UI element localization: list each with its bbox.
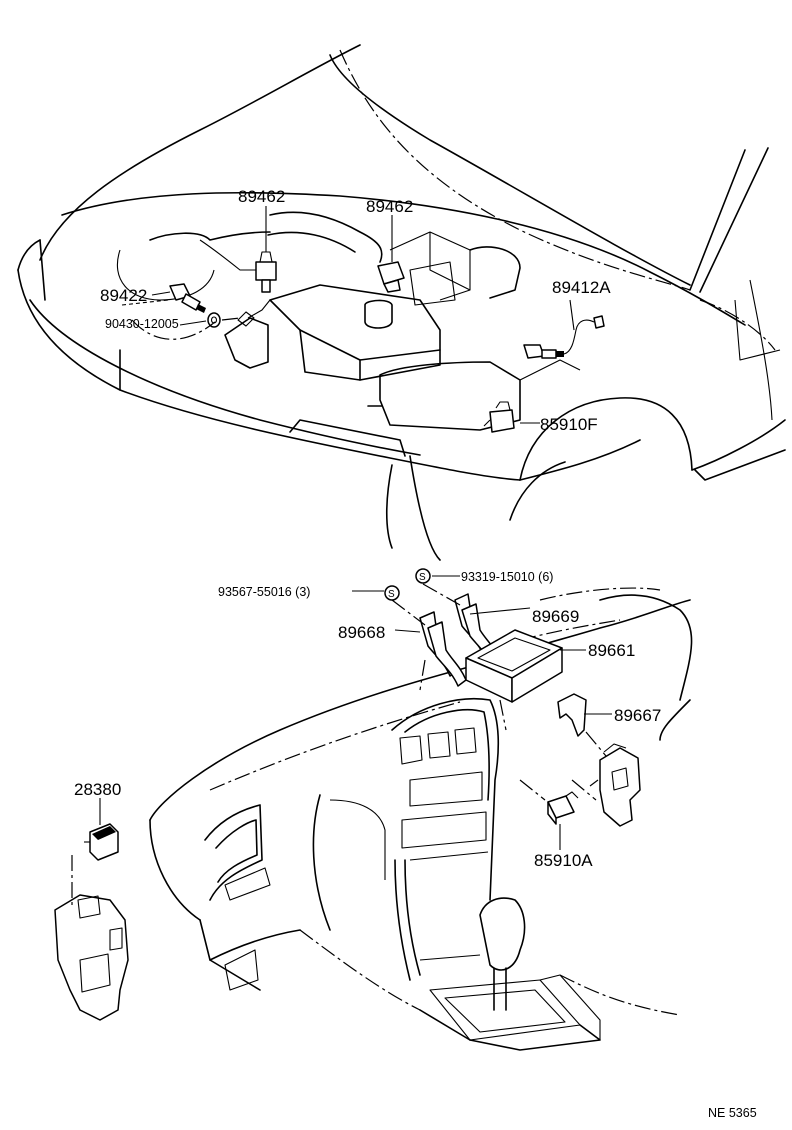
engine-bay-illustration <box>17 44 786 561</box>
label-93567-55016: 93567-55016 (3) <box>218 585 310 599</box>
screw-93319-letter: S <box>419 572 426 583</box>
screw-93319-symbol <box>415 568 431 584</box>
label-89667: 89667 <box>614 706 661 725</box>
label-89668: 89668 <box>338 623 385 642</box>
label-89669: 89669 <box>532 607 579 626</box>
screw-93567-letter: S <box>388 589 395 600</box>
label-85910f: 85910F <box>540 415 598 434</box>
label-89462-a: 89462 <box>238 187 285 206</box>
dashboard-illustration <box>54 568 693 1051</box>
label-89462-b: 89462 <box>366 197 413 216</box>
label-85910a: 85910A <box>534 851 593 870</box>
label-93319-15010: 93319-15010 (6) <box>461 570 553 584</box>
label-89412a: 89412A <box>552 278 611 297</box>
label-89661: 89661 <box>588 641 635 660</box>
catalog-code: NE 5365 <box>708 1106 757 1120</box>
label-89422: 89422 <box>100 286 147 305</box>
label-90430-12005: 90430-12005 <box>105 317 179 331</box>
label-28380: 28380 <box>74 780 121 799</box>
